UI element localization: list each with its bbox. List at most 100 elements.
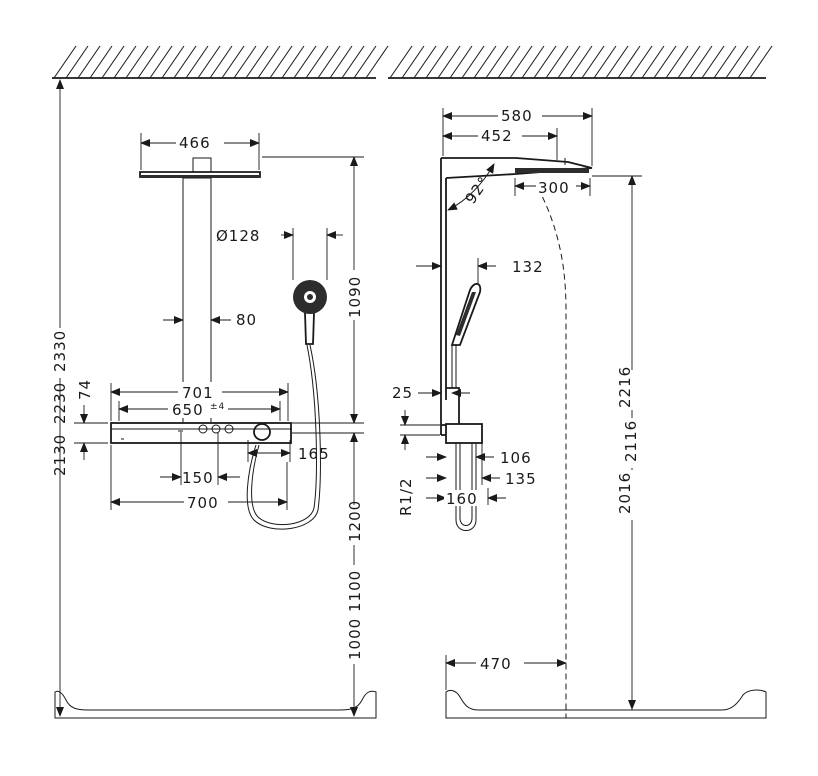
hatch-line [209, 45, 233, 79]
hatch-line [689, 45, 713, 79]
hatch-line [617, 45, 641, 79]
hatch-line [677, 45, 701, 79]
labels-front: 466 Ø128 80 1090 2330 2230 2130 74 701 6… [50, 132, 365, 664]
hatch-line [437, 45, 461, 79]
hatch-line [449, 45, 473, 79]
label-160: 160 [446, 490, 478, 508]
hatch-line [737, 45, 761, 79]
hatch-line [581, 45, 605, 79]
hatch-line [341, 45, 365, 79]
hatch-line [701, 45, 725, 79]
label-74: 74 [76, 379, 94, 400]
label-150: 150 [182, 469, 214, 487]
hatch-line [269, 45, 293, 79]
hatch-line [461, 45, 485, 79]
hatch-line [125, 45, 149, 79]
hatch-line [713, 45, 737, 79]
hatch-line [305, 45, 329, 79]
hatch-line [221, 45, 245, 79]
hatch-line [413, 45, 437, 79]
thermostat-front [110, 422, 292, 444]
hatch-line [629, 45, 653, 79]
hatch-line [653, 45, 677, 79]
hatch-line [113, 45, 137, 79]
floor-tray-front [54, 690, 377, 719]
dimensions-side [400, 108, 642, 710]
hatch-line [53, 45, 77, 79]
label-580: 580 [501, 107, 533, 125]
hatch-line [533, 45, 557, 79]
label-tolerance: ±4 [210, 402, 225, 412]
side-view [440, 157, 767, 719]
ceiling-left [52, 45, 389, 79]
hatch-line [185, 45, 209, 79]
hatch-line [101, 45, 125, 79]
hatch-line [137, 45, 161, 79]
label-701: 701 [182, 384, 214, 402]
hatch-line [329, 45, 353, 79]
hatch-line [65, 45, 89, 79]
hatch-line [89, 45, 113, 79]
label-135: 135 [505, 470, 537, 488]
hatch-line [521, 45, 545, 79]
hatch-line [749, 45, 773, 79]
hatch-line [245, 45, 269, 79]
hatch-line [77, 45, 101, 79]
hatch-line [197, 45, 221, 79]
label-470: 470 [480, 655, 512, 673]
ceiling-right [388, 45, 773, 79]
hatch-line [389, 45, 413, 79]
label-2330: 2330 [51, 330, 69, 372]
label-1100: 1100 [346, 570, 364, 612]
hatch-line [365, 45, 389, 79]
hatch-line [473, 45, 497, 79]
label-2230: 2230 [51, 382, 69, 424]
label-25: 25 [392, 384, 413, 402]
label-1200: 1200 [346, 500, 364, 542]
hatch-line [545, 45, 569, 79]
labels-side: 580 452 92° 300 132 25 R1/2 106 135 160 … [392, 106, 640, 673]
label-466: 466 [179, 134, 211, 152]
label-dia-128: Ø128 [216, 227, 260, 245]
thermostat-side [445, 423, 483, 444]
hatch-line [485, 45, 509, 79]
label-650: 650 [172, 401, 204, 419]
hatch-line [497, 45, 521, 79]
label-132: 132 [512, 258, 544, 276]
hatch-line [173, 45, 197, 79]
label-80: 80 [236, 311, 257, 329]
label-thread: R1/2 [397, 477, 415, 516]
label-1000: 1000 [346, 618, 364, 660]
hatch-line [569, 45, 593, 79]
hose-side [455, 443, 477, 531]
hatch-line [353, 45, 377, 79]
label-300: 300 [538, 179, 570, 197]
label-452: 452 [481, 127, 513, 145]
floor-tray-side [445, 689, 767, 719]
label-700: 700 [187, 494, 219, 512]
hatch-line [281, 45, 305, 79]
front-view [54, 157, 377, 719]
label-1090: 1090 [346, 276, 364, 318]
hatch-line [725, 45, 749, 79]
label-angle-92: 92° [462, 173, 494, 208]
hatch-line [593, 45, 617, 79]
hatch-line [149, 45, 173, 79]
label-2016: 2016 [616, 472, 634, 514]
label-2116: 2116 [622, 420, 640, 462]
hatch-line [317, 45, 341, 79]
label-2216: 2216 [616, 366, 634, 408]
hatch-line [665, 45, 689, 79]
hose-front [246, 344, 321, 530]
label-165: 165 [298, 445, 330, 463]
hatch-line [401, 45, 425, 79]
hatch-line [641, 45, 665, 79]
hatch-line [605, 45, 629, 79]
label-106: 106 [500, 449, 532, 467]
hatch-line [425, 45, 449, 79]
hatch-line [293, 45, 317, 79]
hatch-line [161, 45, 185, 79]
label-2130: 2130 [51, 434, 69, 476]
hatch-line [233, 45, 257, 79]
